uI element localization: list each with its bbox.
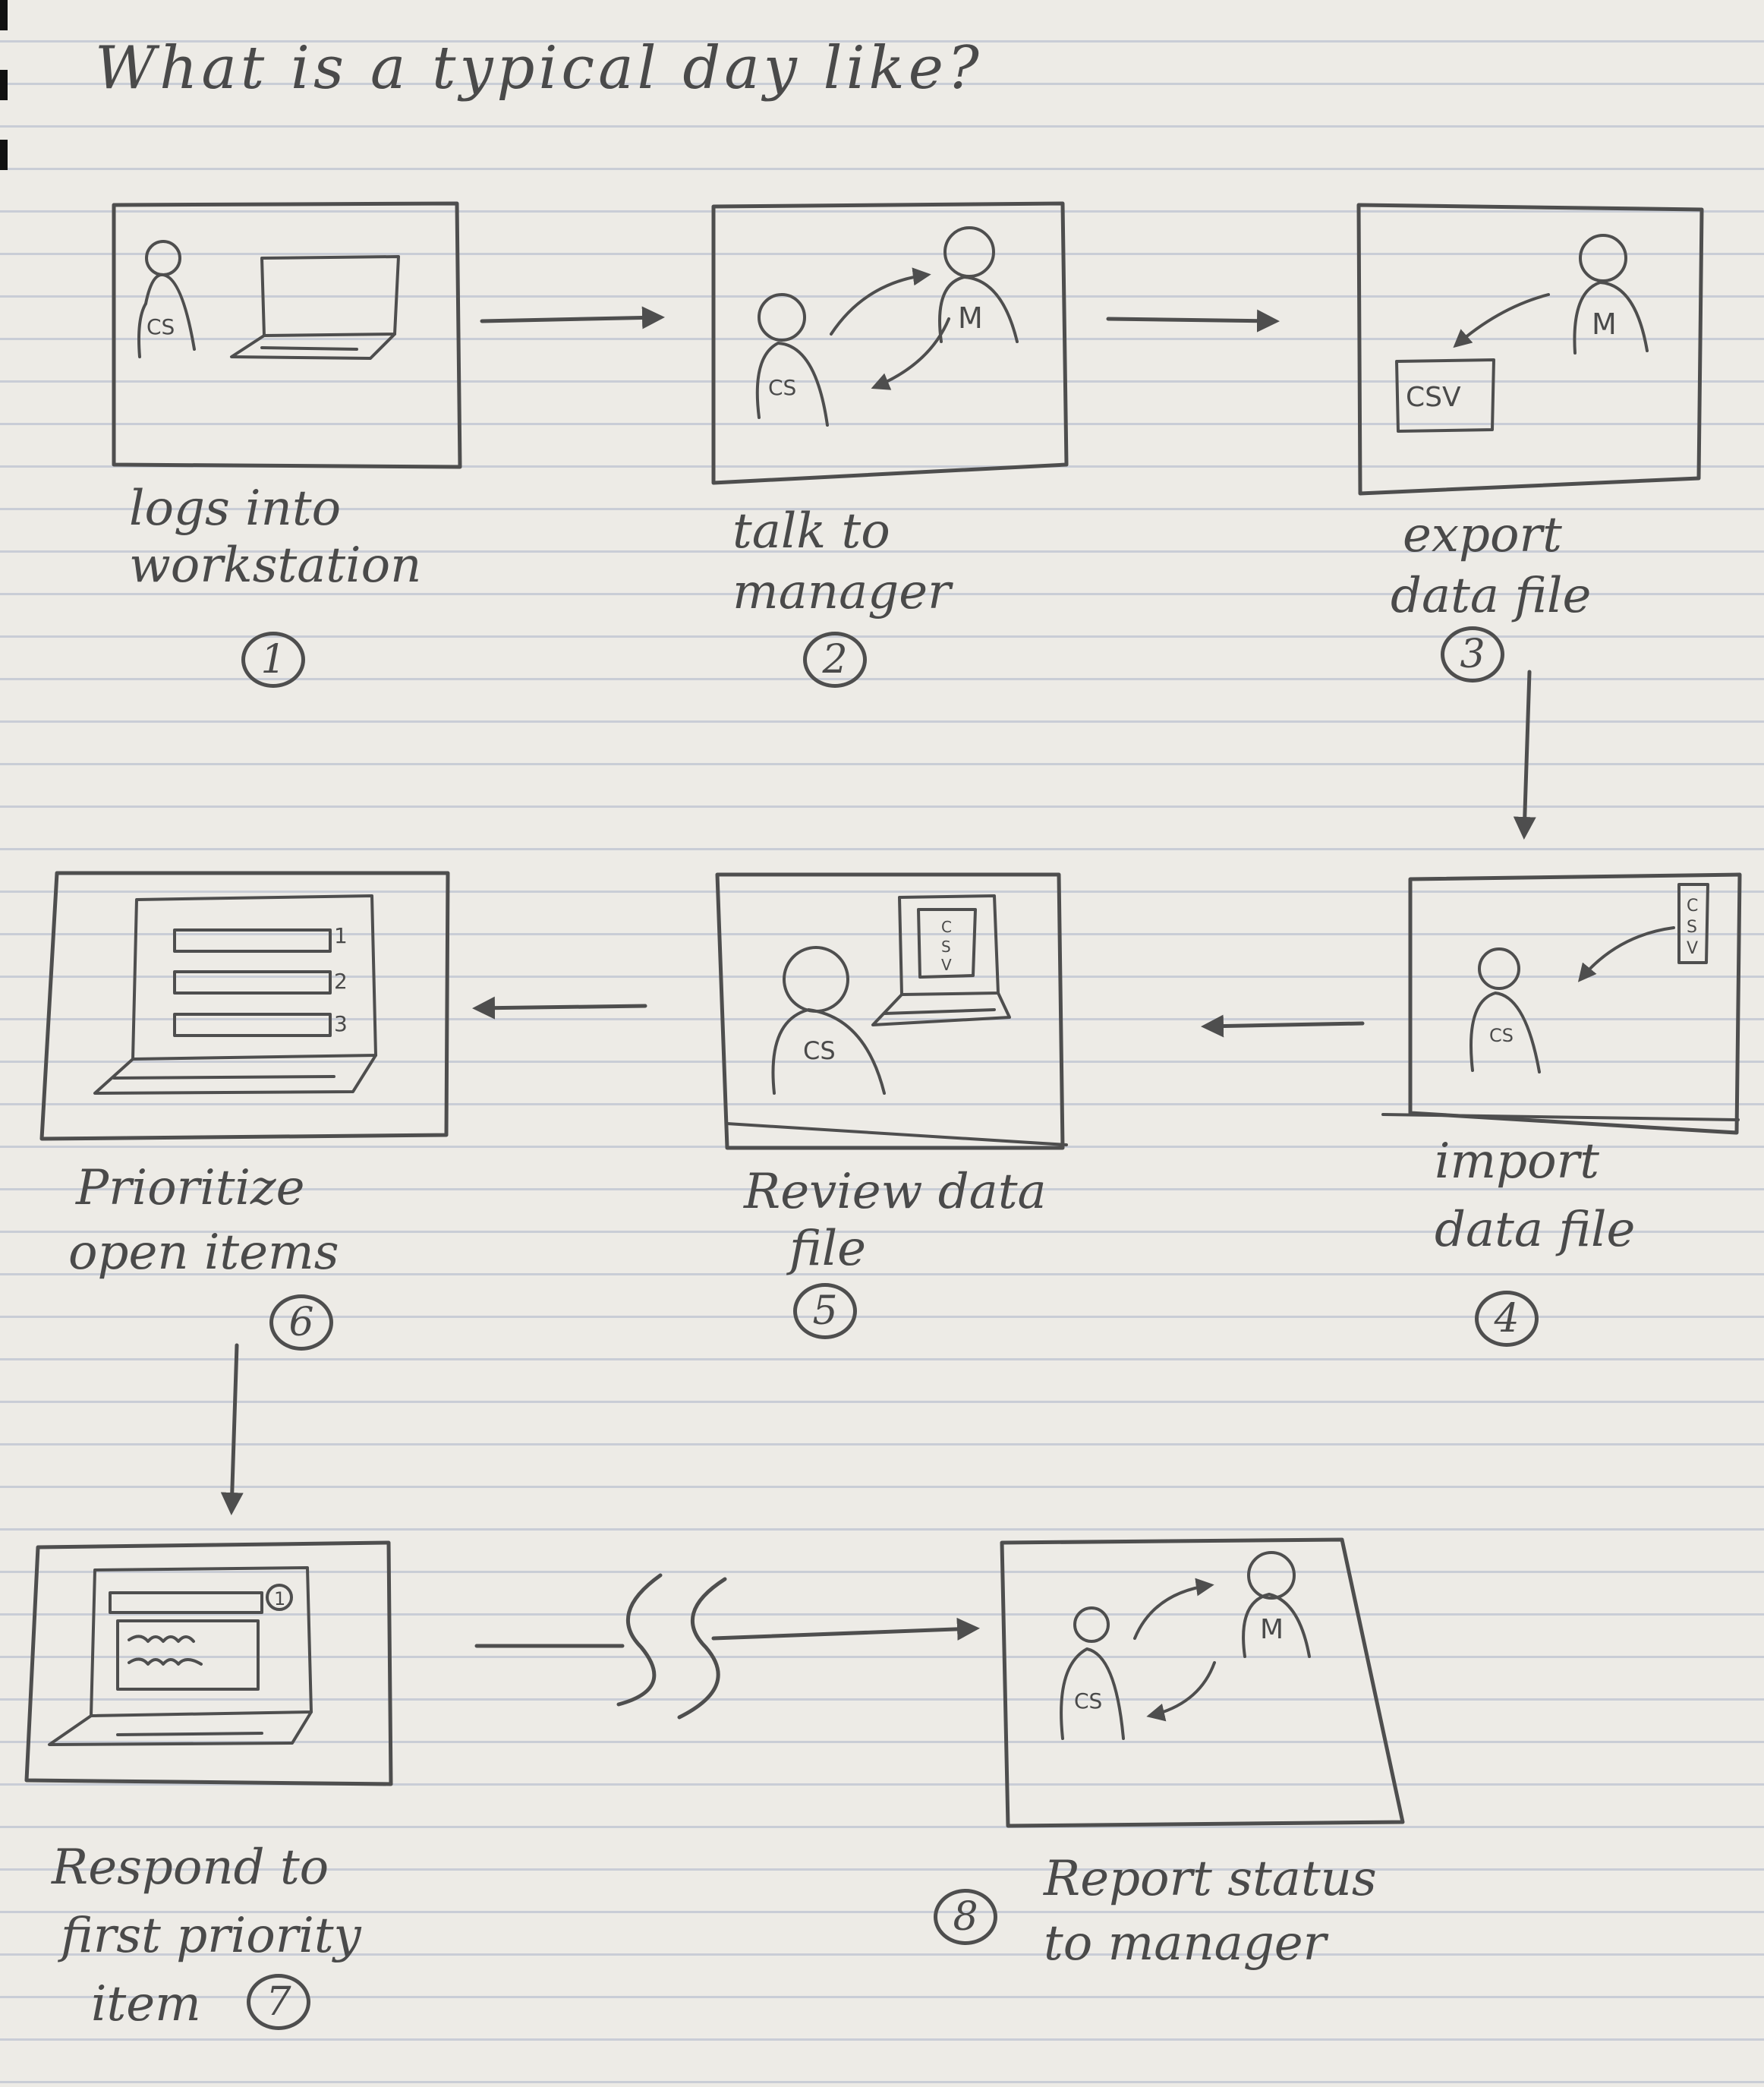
cs-label: CS — [146, 314, 175, 339]
flow-arrow-5-6 — [472, 996, 647, 1020]
step-2-caption-line-2: manager — [732, 564, 951, 620]
cs-label: CS — [803, 1036, 836, 1065]
step-1-caption-line-1: logs into — [129, 481, 342, 537]
export-arrow — [1453, 293, 1550, 348]
priority-list: 1 2 3 — [173, 923, 348, 1037]
step-8-caption-line-1: Report status — [1044, 1851, 1377, 1907]
panel-6: 1 2 3 — [39, 871, 450, 1141]
flow-arrow-6-7 — [220, 1343, 244, 1515]
m-label: M — [958, 301, 983, 335]
step-1-number-badge: 1 — [241, 632, 305, 688]
manager-person-icon: M — [1573, 234, 1649, 355]
cs-person-icon: CS — [1469, 947, 1541, 1073]
step-5-caption-line-2: file — [789, 1221, 867, 1277]
arrow-to-manager — [830, 267, 931, 336]
laptop-icon — [93, 894, 377, 1095]
list-number: 2 — [334, 969, 348, 994]
notebook-binding-edge — [0, 0, 8, 197]
step-3-number-badge: 3 — [1441, 626, 1504, 683]
cs-person-icon: CS — [137, 240, 196, 358]
manager-person-icon: M — [1242, 1551, 1311, 1658]
csv-file-icon: C S V — [1677, 883, 1709, 964]
cs-label: CS — [1489, 1025, 1514, 1046]
import-arrow — [1577, 926, 1675, 982]
step-4-caption-line-2: data file — [1435, 1202, 1636, 1258]
csv-file-icon: CSV — [1395, 358, 1495, 433]
laptop-icon — [48, 1566, 313, 1746]
panel-8: CS M — [1000, 1537, 1405, 1828]
list-number: 3 — [334, 1011, 348, 1036]
flow-arrow-1-2 — [480, 306, 665, 329]
panel-2: CS M — [711, 201, 1069, 485]
panel-2-frame — [711, 201, 1069, 485]
panel-4-frame — [1408, 872, 1742, 1135]
step-8-caption-line-2: to manager — [1044, 1915, 1327, 1972]
panel-3-frame — [1356, 203, 1704, 496]
flow-arrow-7-8-time-break — [474, 1573, 980, 1720]
arrow-to-manager — [1133, 1578, 1214, 1640]
panel-6-frame — [39, 871, 450, 1141]
step-2-caption-line-1: talk to — [732, 503, 890, 560]
step-1-caption-line-2: workstation — [129, 538, 422, 594]
step-7-number-badge: 7 — [247, 1974, 310, 2030]
cs-person-icon: CS — [755, 293, 829, 427]
flow-arrow-3-4 — [1513, 670, 1536, 840]
step-8-number-badge: 8 — [934, 1889, 997, 1945]
laptop-icon — [230, 255, 400, 360]
m-label: M — [1592, 307, 1617, 341]
page-title: What is a typical day like? — [95, 34, 983, 102]
arrow-to-cs — [871, 317, 950, 390]
csv-label: CSV — [1406, 382, 1461, 413]
step-4-caption-line-1: import — [1435, 1133, 1599, 1190]
step-6-caption-line-2: open items — [68, 1225, 339, 1281]
cs-label: CS — [768, 375, 796, 400]
step-7-caption-line-3: item — [91, 1976, 201, 2032]
panel-5: C S V CS — [715, 872, 1068, 1150]
step-6-number-badge: 6 — [269, 1294, 333, 1351]
panel-1: CS — [112, 201, 462, 469]
svg-text:C: C — [941, 918, 952, 936]
flow-arrow-2-3 — [1106, 309, 1280, 333]
panel-1-frame — [112, 201, 462, 469]
panel-7: 1 — [24, 1540, 393, 1786]
svg-text:V: V — [1687, 939, 1698, 958]
step-2-number-badge: 2 — [803, 632, 867, 688]
laptop-icon: C S V — [871, 894, 1011, 1026]
step-5-caption-line-1: Review data — [744, 1164, 1047, 1220]
list-number: 1 — [334, 923, 348, 948]
step-7-caption-line-1: Respond to — [52, 1840, 329, 1896]
step-3-caption-line-1: export — [1403, 507, 1562, 563]
manager-person-icon: M — [938, 226, 1019, 343]
step-3-caption-line-2: data file — [1391, 568, 1592, 624]
svg-text:S: S — [1687, 918, 1697, 937]
arrow-to-cs — [1146, 1661, 1216, 1722]
svg-text:V: V — [941, 956, 952, 974]
cs-label: CS — [1074, 1688, 1102, 1713]
m-label: M — [1260, 1614, 1284, 1645]
message-window: 1 — [109, 1584, 293, 1691]
panel-8-frame — [1000, 1537, 1405, 1828]
step-6-caption-line-1: Prioritize — [76, 1160, 305, 1216]
step-7-caption-line-2: first priority — [61, 1908, 361, 1964]
cs-person-icon: CS — [771, 946, 886, 1095]
csv-vertical-label: C — [1687, 897, 1698, 916]
panel-7-frame — [24, 1540, 393, 1786]
step-4-number-badge: 4 — [1475, 1291, 1539, 1347]
notification-badge — [266, 1584, 293, 1611]
panel-5-frame — [715, 872, 1065, 1150]
step-5-number-badge: 5 — [793, 1283, 857, 1339]
svg-text:S: S — [941, 938, 951, 956]
panel-3: M CSV — [1356, 203, 1704, 496]
cs-person-icon: CS — [1060, 1606, 1125, 1740]
panel-4: C S V CS — [1381, 872, 1742, 1135]
notification-count: 1 — [274, 1588, 285, 1609]
flow-arrow-4-5 — [1201, 1014, 1365, 1038]
